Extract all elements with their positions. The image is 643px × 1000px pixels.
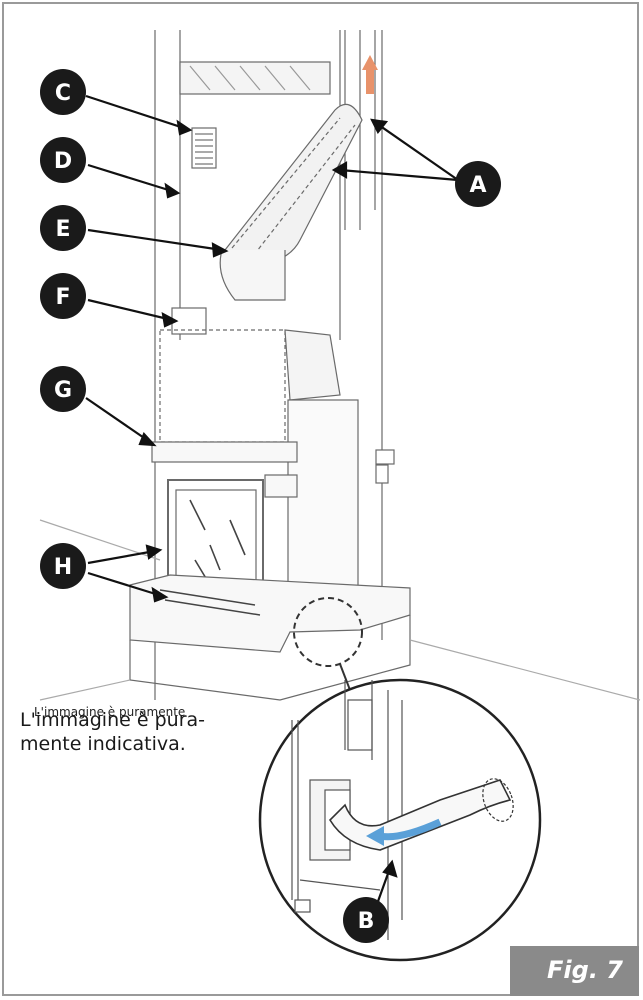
figure-label: Fig. 7 <box>547 956 623 984</box>
caption-text: L'immagine è pura- mente indicativa. <box>20 708 255 756</box>
caption-line-1: L'immagine è pura- <box>20 709 205 731</box>
callout-e: E <box>40 205 86 251</box>
detail-marker-circle <box>293 597 363 667</box>
svg-text:D: D <box>54 149 72 174</box>
callout-g: G <box>40 366 86 412</box>
svg-text:B: B <box>358 909 375 934</box>
svg-text:F: F <box>55 285 70 310</box>
callout-c: C <box>40 69 86 115</box>
figure-label-box: Fig. 7 <box>510 946 639 996</box>
flue-up-arrow-icon <box>362 55 378 94</box>
svg-text:G: G <box>54 378 72 403</box>
svg-text:A: A <box>469 173 486 198</box>
callout-b: B <box>343 897 389 943</box>
svg-text:C: C <box>55 81 71 106</box>
callout-h: H <box>40 543 86 589</box>
callout-leader-lines <box>85 94 459 919</box>
chimney-structure <box>39 30 641 701</box>
svg-text:H: H <box>54 555 72 580</box>
callout-d: D <box>40 137 86 183</box>
caption-line-2: mente indicativa. <box>20 733 186 755</box>
callout-f: F <box>40 273 86 319</box>
callout-a: A <box>455 161 501 207</box>
detail-connector-line <box>339 663 351 691</box>
svg-text:E: E <box>55 217 70 242</box>
detail-zoom-view <box>258 678 542 962</box>
caption-overlap-text: L'immagine è puramente <box>34 705 186 719</box>
